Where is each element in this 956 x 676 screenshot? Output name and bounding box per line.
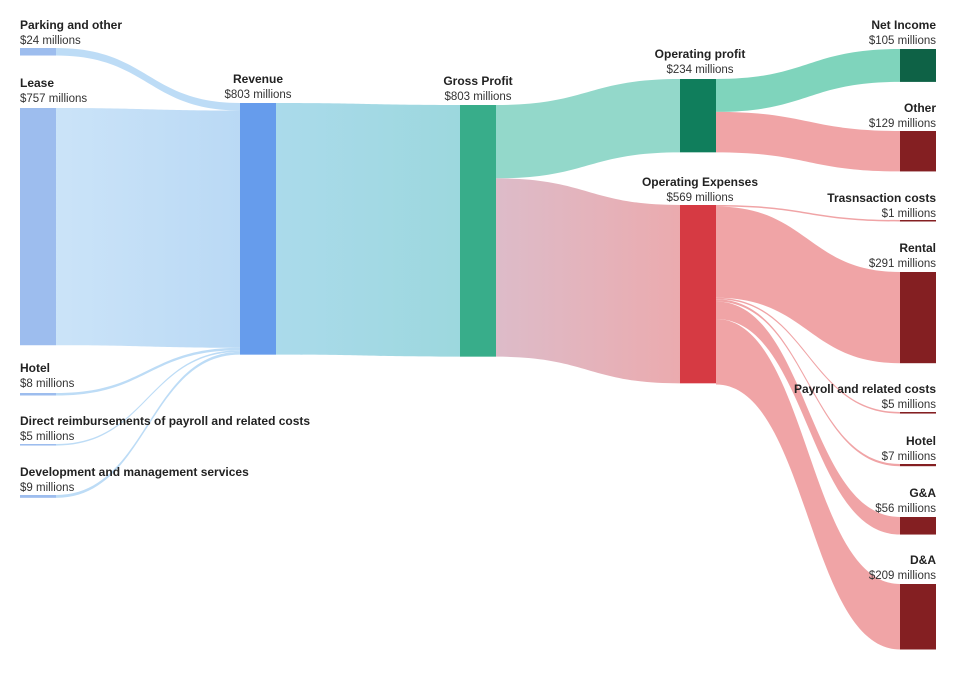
node-opprofit <box>680 79 716 153</box>
node-value-devmgmt: $9 millions <box>20 482 75 494</box>
node-label-devmgmt: Development and management services <box>20 465 249 479</box>
node-label-hotel_in: Hotel <box>20 361 50 375</box>
link-opprofit-to-netincome <box>716 49 900 112</box>
node-hotel_out <box>900 464 936 467</box>
node-value-opex: $569 millions <box>666 192 733 204</box>
node-value-da: $209 millions <box>869 570 936 582</box>
node-label-netincome: Net Income <box>871 18 936 32</box>
node-label-other: Other <box>904 101 936 115</box>
link-revenue-to-gross <box>276 103 460 357</box>
node-payroll <box>900 412 936 414</box>
link-reimb-to-revenue <box>56 350 240 446</box>
node-value-reimb: $5 millions <box>20 431 75 443</box>
node-label-txn: Trasnsaction costs <box>827 191 936 205</box>
sankey-links <box>56 48 900 650</box>
link-opex-to-rental <box>716 206 900 364</box>
node-label-lease: Lease <box>20 76 54 90</box>
link-opex-to-txn <box>716 205 900 222</box>
node-label-gross: Gross Profit <box>443 74 512 88</box>
node-label-revenue: Revenue <box>233 72 283 86</box>
link-opex-to-ga <box>716 301 900 535</box>
link-devmgmt-to-revenue <box>56 351 240 498</box>
node-hotel_in <box>20 393 56 396</box>
node-label-opex: Operating Expenses <box>642 175 758 189</box>
node-reimb <box>20 444 56 446</box>
node-lease <box>20 108 56 346</box>
link-opex-to-payroll <box>716 297 900 414</box>
node-label-rental: Rental <box>899 241 936 255</box>
node-label-hotel_out: Hotel <box>906 434 936 448</box>
node-value-opprofit: $234 millions <box>666 64 733 76</box>
node-netincome <box>900 49 936 82</box>
node-value-txn: $1 millions <box>882 208 937 220</box>
node-other <box>900 131 936 172</box>
node-value-other: $129 millions <box>869 118 936 130</box>
node-value-ga: $56 millions <box>875 503 936 515</box>
link-opex-to-hotel_out <box>716 299 900 467</box>
node-label-da: D&A <box>910 553 936 567</box>
node-label-opprofit: Operating profit <box>655 47 746 61</box>
node-label-ga: G&A <box>909 486 936 500</box>
link-parking-to-revenue <box>56 48 240 111</box>
link-gross-to-opprofit <box>496 79 680 179</box>
node-label-parking: Parking and other <box>20 18 122 32</box>
node-value-rental: $291 millions <box>869 258 936 270</box>
node-da <box>900 584 936 650</box>
link-opprofit-to-other <box>716 111 900 172</box>
link-hotel_in-to-revenue <box>56 347 240 396</box>
node-value-hotel_in: $8 millions <box>20 378 75 390</box>
node-devmgmt <box>20 495 56 498</box>
node-label-payroll: Payroll and related costs <box>794 382 936 396</box>
node-value-parking: $24 millions <box>20 35 81 47</box>
node-value-hotel_out: $7 millions <box>882 451 937 463</box>
node-label-reimb: Direct reimbursements of payroll and rel… <box>20 414 310 428</box>
link-opex-to-da <box>716 319 900 650</box>
node-rental <box>900 272 936 364</box>
node-value-netincome: $105 millions <box>869 35 936 47</box>
node-value-gross: $803 millions <box>444 91 511 103</box>
sankey-nodes <box>20 48 936 650</box>
node-txn <box>900 220 936 222</box>
link-lease-to-revenue <box>56 108 240 348</box>
node-opex <box>680 205 716 384</box>
node-gross <box>460 105 496 357</box>
node-ga <box>900 517 936 535</box>
node-value-payroll: $5 millions <box>882 399 937 411</box>
node-parking <box>20 48 56 56</box>
node-value-revenue: $803 millions <box>224 89 291 101</box>
link-gross-to-opex <box>496 178 680 384</box>
node-value-lease: $757 millions <box>20 93 87 105</box>
node-revenue <box>240 103 276 355</box>
